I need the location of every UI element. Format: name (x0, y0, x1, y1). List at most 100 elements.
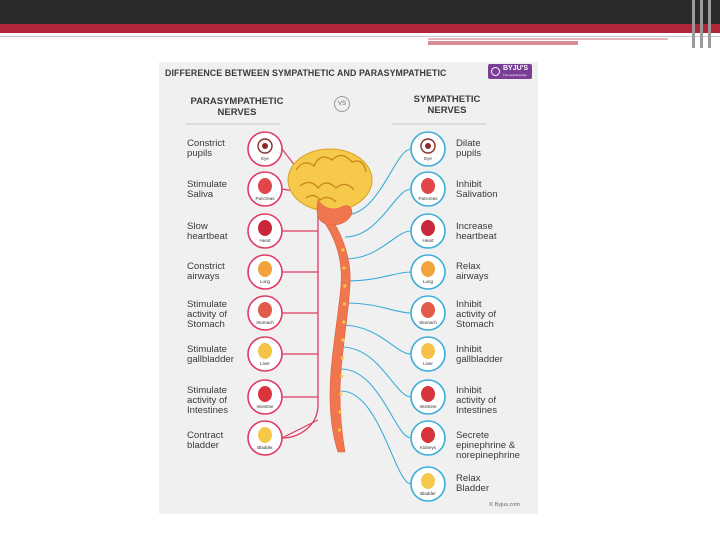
slide-divider (0, 36, 720, 37)
parasympathetic-header: PARASYMPATHETIC NERVES (190, 96, 284, 118)
organ-icon-label: Eye (261, 156, 269, 161)
brain-icon (287, 148, 373, 226)
organ-icon-label: Heart (259, 238, 271, 243)
spinal-ganglion (339, 392, 343, 396)
organ-icon-label: Intestine (256, 404, 274, 409)
sympathetic-effect-label: Inhibit gallbladder (456, 344, 503, 365)
spinal-ganglion (343, 284, 347, 288)
bladder-icon (258, 427, 272, 443)
slide-accent-bar (428, 41, 578, 45)
slide-red-band (0, 24, 720, 33)
parasympathetic-effect-label: Stimulate activity of Intestines (187, 385, 229, 416)
parasympathetic-effect-label: Slow heartbeat (187, 221, 228, 242)
pupil-icon (425, 143, 431, 149)
organ-icon-label: Pancreas (255, 196, 275, 201)
slide-top-bar (0, 0, 720, 24)
sympathetic-nerve (344, 148, 412, 216)
intestine-icon (258, 386, 272, 402)
organ-icon-label: Bladder (420, 491, 436, 496)
sympathetic-nerve (340, 324, 412, 355)
copyright-footer: © Byjus.com (489, 502, 520, 508)
sympathetic-effect-label: Relax Bladder (456, 473, 490, 494)
sympathetic-nerve (344, 188, 412, 238)
parasympathetic-effect-label: Stimulate Saliva (187, 179, 227, 200)
organ-icon-label: Liver (423, 361, 433, 366)
organ-icon-label: Kidneys (420, 445, 437, 450)
logo-brand: BYJU'S (503, 65, 529, 72)
sympathetic-effect-label: Dilate pupils (456, 138, 482, 159)
organ-icon-label: Lung (260, 279, 271, 284)
organ-icon-label: Stomach (256, 320, 274, 325)
intestine-icon (421, 386, 435, 402)
organ-icon-label: Intestine (419, 404, 437, 409)
sympathetic-effect-label: Inhibit Salivation (456, 179, 498, 200)
slide-accent-line (428, 38, 668, 40)
sympathetic-nerve (340, 390, 412, 485)
sympathetic-nerve (344, 271, 412, 282)
lung-icon (421, 261, 435, 277)
sympathetic-nerve (344, 230, 412, 260)
byjus-logo: BYJU'S The Learning App (488, 64, 532, 79)
organ-icon-label: Liver (260, 361, 270, 366)
organ-icon-label: Eye (424, 156, 432, 161)
parasympathetic-effect-label: Constrict pupils (187, 138, 225, 159)
slide-deco-stripe (700, 0, 703, 48)
pancreas-icon (258, 178, 272, 194)
slide-deco-stripe (708, 0, 711, 48)
organ-icon-label: Heart (422, 238, 434, 243)
heart-icon (421, 220, 435, 236)
parasympathetic-organs: EyePancreasHeartLungStomachLiverIntestin… (247, 131, 283, 456)
sympathetic-header: SYMPATHETIC NERVES (413, 94, 481, 116)
infographic-title: DIFFERENCE BETWEEN SYMPATHETIC AND PARAS… (165, 68, 447, 78)
sympathetic-nerve (340, 368, 412, 439)
spinal-ganglion (340, 356, 344, 360)
vs-badge: VS (334, 96, 350, 112)
logo-tagline: The Learning App (503, 73, 527, 77)
parasympathetic-trunk (281, 195, 319, 439)
eye-icon (420, 138, 436, 154)
spinal-ganglion (342, 266, 346, 270)
sympathetic-effect-label: Relax airways (456, 261, 489, 282)
organ-icon-label: Lung (423, 279, 434, 284)
spinal-ganglia (337, 248, 347, 432)
liver-icon (421, 343, 435, 359)
spinal-ganglion (341, 248, 345, 252)
spinal-ganglion (338, 410, 342, 414)
heart-icon (258, 220, 272, 236)
parasympathetic-effect-label: Stimulate gallbladder (187, 344, 234, 365)
brainstem (316, 199, 353, 226)
spinal-ganglion (341, 338, 345, 342)
kidneys-icon (421, 427, 435, 443)
eye-icon (257, 138, 273, 154)
sympathetic-effect-label: Inhibit activity of Stomach (456, 299, 496, 330)
bladder-icon (421, 473, 435, 489)
parasympathetic-nerve (281, 419, 319, 439)
organ-icon-label: Pancreas (418, 196, 438, 201)
stomach-icon (421, 302, 435, 318)
pancreas-icon (421, 178, 435, 194)
spinal-ganglion (342, 320, 346, 324)
sympathetic-nerve (340, 346, 412, 398)
liver-icon (258, 343, 272, 359)
spinal-ganglion (340, 374, 344, 378)
parasympathetic-effect-label: Contract bladder (187, 430, 224, 451)
sympathetic-nerve (344, 302, 412, 314)
sympathetic-organs: EyePancreasHeartLungStomachLiverIntestin… (410, 131, 446, 502)
parasympathetic-effect-label: Stimulate activity of Stomach (187, 299, 227, 330)
stomach-icon (258, 302, 272, 318)
sympathetic-effect-label: Increase heartbeat (456, 221, 497, 242)
organ-icon-label: Bladder (257, 445, 273, 450)
spinal-cord (317, 209, 351, 453)
spinal-ganglion (342, 302, 346, 306)
sympathetic-effect-label: Inhibit activity of Intestines (456, 385, 498, 416)
sympathetic-effect-label: Secrete epinephrine & norepinephrine (456, 430, 521, 461)
parasympathetic-effect-label: Constrict airways (187, 261, 225, 282)
organ-icon-label: Stomach (419, 320, 437, 325)
pupil-icon (262, 143, 268, 149)
logo-mark-icon (491, 67, 500, 76)
nerve-lines (281, 148, 412, 485)
slide-deco-stripe (692, 0, 695, 48)
spinal-ganglion (337, 428, 341, 432)
lung-icon (258, 261, 272, 277)
